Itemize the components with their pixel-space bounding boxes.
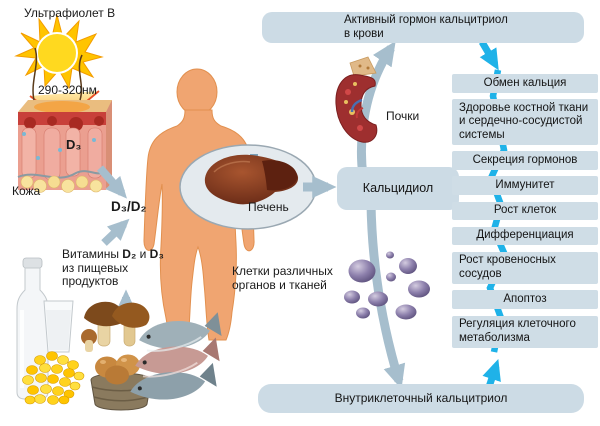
effect-box: Апоптоз bbox=[452, 290, 598, 310]
effect-box: Секреция гормонов bbox=[452, 151, 598, 170]
effect-box: Регуляция клеточного метаболизма bbox=[452, 315, 598, 348]
vitamin-capsules-icon bbox=[22, 351, 85, 405]
wavelength-label: 290-320нм bbox=[38, 83, 97, 97]
eggs-basket-icon bbox=[90, 354, 152, 411]
food-to-d3d2-arrow bbox=[101, 218, 130, 246]
effect-box: Дифференциация bbox=[452, 226, 598, 246]
kidneys-label: Почки bbox=[386, 109, 420, 123]
cells-label: Клетки различных органов и тканей bbox=[232, 264, 333, 292]
effect-box: Рост клеток bbox=[452, 201, 598, 221]
liver-label: Печень bbox=[248, 200, 289, 214]
d3-skin-label: D₃ bbox=[66, 137, 82, 152]
effect-box: Здоровье костной ткани и сердечно-сосуди… bbox=[452, 99, 598, 145]
sun-icon bbox=[14, 14, 104, 90]
liver-illustration bbox=[179, 144, 317, 230]
uv-label: Ультрафиолет В bbox=[24, 6, 116, 20]
milk-glass-icon bbox=[43, 300, 74, 353]
skin-to-d3d2-arrow bbox=[96, 165, 127, 199]
effect-box: Рост кровеносных сосудов bbox=[452, 251, 598, 284]
fish-icon bbox=[130, 312, 222, 400]
d3d2-label: D₃/D₂ bbox=[111, 199, 147, 214]
intracellular-calcitriol-box: Внутриклеточный кальцитриол bbox=[258, 384, 584, 413]
effect-box: Обмен кальция bbox=[452, 74, 598, 93]
cells-illustration bbox=[344, 251, 430, 320]
vitamins-food-label: Витамины D₂ и D₃ из пищевых продуктов bbox=[62, 247, 164, 288]
skin-illustration bbox=[17, 47, 112, 193]
active-hormone-box: Активный гормон кальцитриол в крови bbox=[262, 12, 584, 43]
mushrooms-icon bbox=[81, 301, 150, 352]
calcidiol-box: Кальцидиол bbox=[337, 167, 459, 210]
kidney-illustration bbox=[335, 56, 378, 143]
skin-label: Кожа bbox=[12, 184, 41, 198]
effect-box: Иммунитет bbox=[452, 176, 598, 196]
